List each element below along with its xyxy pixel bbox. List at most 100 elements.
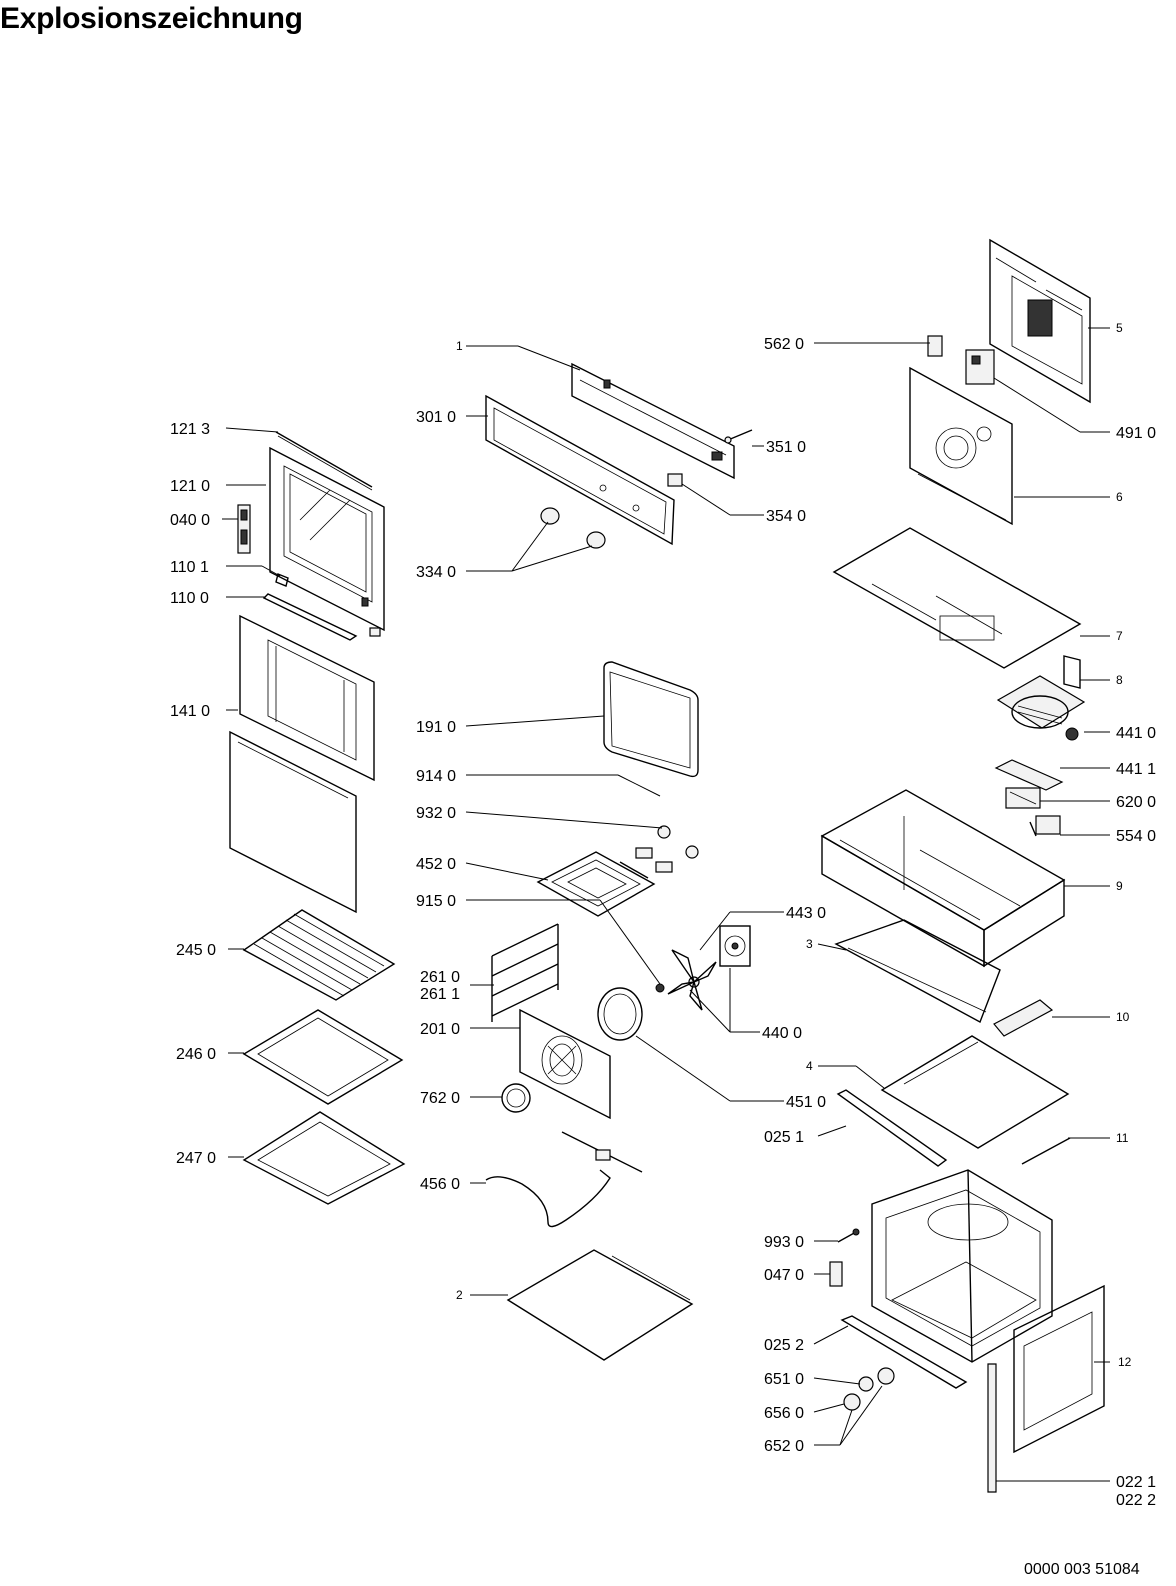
lamp-cover (501, 1083, 531, 1113)
callout-456-0: 456 0 (420, 1176, 460, 1193)
oven-rack (242, 909, 396, 1001)
hinge (237, 504, 251, 554)
door-seal-strip (275, 431, 373, 491)
callout-025-2: 025 2 (764, 1337, 804, 1354)
cooling-fan (996, 675, 1086, 741)
door-glass-panels (229, 614, 375, 914)
door-handle-bar (262, 593, 381, 641)
callout-245-0: 245 0 (176, 942, 216, 959)
strip-11 (1021, 1137, 1071, 1165)
callout-022-1: 022 1 (1116, 1474, 1156, 1491)
callout-620-0: 620 0 (1116, 794, 1156, 811)
drip-pan (242, 1111, 406, 1205)
fan-bracket-strip (994, 759, 1064, 791)
callout-351-0: 351 0 (766, 439, 806, 456)
callout-656-0: 656 0 (764, 1405, 804, 1422)
switch-button (667, 473, 683, 487)
oven-door-seal (603, 661, 699, 778)
callout-9: 9 (1116, 879, 1123, 893)
callout-047-0: 047 0 (764, 1267, 804, 1284)
callout-932-0: 932 0 (416, 805, 456, 822)
control-unit-620 (1005, 787, 1041, 809)
callout-246-0: 246 0 (176, 1046, 216, 1063)
callout-7: 7 (1116, 629, 1123, 643)
rear-fan-panel (909, 366, 1013, 526)
cavity-bottom-plate (506, 1249, 694, 1361)
callout-2: 2 (456, 1288, 463, 1302)
callout-491-0: 491 0 (1116, 425, 1156, 442)
thermostat-block (965, 349, 995, 385)
door-clip (275, 573, 289, 587)
callout-441-1: 441 1 (1116, 761, 1156, 778)
callout-12: 12 (1118, 1355, 1132, 1369)
callout-762-0: 762 0 (420, 1090, 460, 1107)
callout-247-0: 247 0 (176, 1150, 216, 1167)
lower-heating-element (485, 1131, 643, 1228)
side-strip-022 (987, 1363, 997, 1493)
callout-554-0: 554 0 (1116, 828, 1156, 845)
callout-5: 5 (1116, 321, 1123, 335)
document-number: 0000 003 51084 (1024, 1561, 1140, 1578)
rail-025-1 (836, 1089, 948, 1167)
callout-914-0: 914 0 (416, 768, 456, 785)
callout-915-0: 915 0 (416, 893, 456, 910)
callout-11: 11 (1116, 1131, 1129, 1145)
shelf-runner (491, 923, 559, 1022)
side-panel-12 (1013, 1284, 1105, 1454)
top-cover-plate (832, 527, 1082, 669)
callout-261-1: 261 1 (420, 986, 460, 1003)
base-plate-4 (880, 1035, 1070, 1149)
callout-labels: 121 3 121 0 040 0 110 1 110 0 141 0 245 … (170, 321, 1156, 1578)
callout-3: 3 (806, 937, 813, 951)
callout-040-0: 040 0 (170, 512, 210, 529)
oven-cavity (871, 1169, 1053, 1363)
callout-025-1: 025 1 (764, 1129, 804, 1146)
rail-025-2 (840, 1315, 968, 1389)
callout-191-0: 191 0 (416, 719, 456, 736)
bracket-clip (927, 335, 943, 357)
screw-993 (837, 1228, 860, 1243)
callout-121-0: 121 0 (170, 478, 210, 495)
indicator-lamp (724, 429, 753, 444)
callout-6: 6 (1116, 490, 1123, 504)
callout-022-2: 022 2 (1116, 1492, 1156, 1509)
door-switch-047 (829, 1261, 843, 1287)
callout-8: 8 (1116, 673, 1123, 687)
back-panel (989, 238, 1091, 404)
callout-10: 10 (1116, 1010, 1130, 1024)
callout-110-1: 110 1 (170, 559, 209, 576)
control-panel-bracket (571, 362, 735, 480)
callout-443-0: 443 0 (786, 905, 826, 922)
callout-452-0: 452 0 (416, 856, 456, 873)
page-title: Explosionszeichnung (0, 2, 303, 35)
door-frame (269, 446, 385, 632)
callout-562-0: 562 0 (764, 336, 804, 353)
fan-motor (719, 925, 751, 967)
circular-heating-element (597, 987, 643, 1041)
callout-354-0: 354 0 (766, 508, 806, 525)
rail-10 (993, 999, 1054, 1037)
callout-201-0: 201 0 (420, 1021, 460, 1038)
fan-blade (655, 949, 717, 1011)
callout-651-0: 651 0 (764, 1371, 804, 1388)
callout-441-0: 441 0 (1116, 725, 1156, 742)
thermostat-knobs (540, 507, 606, 549)
baking-tray (242, 1009, 404, 1105)
callout-652-0: 652 0 (764, 1438, 804, 1455)
fan-cover-panel (519, 1008, 611, 1120)
side-rail-3 (834, 919, 1001, 1023)
small-bracket (1063, 655, 1081, 689)
callout-440-0: 440 0 (762, 1025, 802, 1042)
housing-frame (820, 789, 1066, 968)
callout-110-0: 110 0 (170, 590, 209, 607)
leader-lines (222, 327, 1110, 1482)
callout-301-0: 301 0 (416, 409, 456, 426)
callout-451-0: 451 0 (786, 1094, 826, 1111)
callout-261-0: 261 0 (420, 969, 460, 986)
control-panel-fascia (485, 394, 675, 546)
upper-heating-element (536, 851, 656, 917)
element-connectors (635, 825, 699, 873)
callout-121-3: 121 3 (170, 421, 210, 438)
callout-1: 1 (456, 339, 463, 353)
callout-334-0: 334 0 (416, 564, 456, 581)
